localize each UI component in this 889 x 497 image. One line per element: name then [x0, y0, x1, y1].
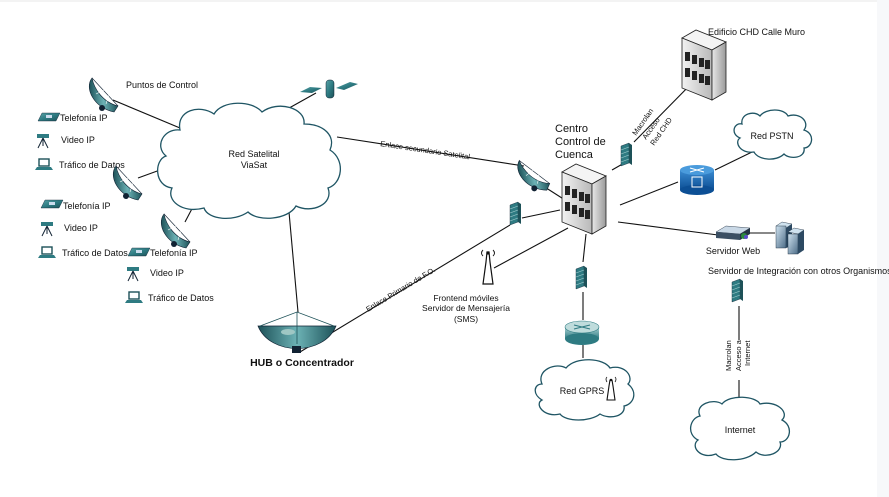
telefonia-ip-label: Telefonía IP — [60, 113, 108, 123]
puntos-control-node: Puntos de Control — [88, 77, 198, 113]
cloud-internet: Internet — [690, 396, 790, 461]
label-macrolan-chd: Macrolan Acceso Red CHD — [630, 107, 674, 147]
firewall-icon-chd — [620, 142, 633, 167]
label-macrolan-inet-1: Macrolan — [724, 340, 733, 371]
firewall-icon-internet — [731, 278, 744, 303]
ip-phone-icon — [127, 247, 151, 257]
video-ip-label: Video IP — [150, 268, 184, 278]
video-camera-icon — [36, 133, 50, 149]
trafico-datos-label: Tráfico de Datos — [59, 160, 125, 170]
frontend-label-3: (SMS) — [454, 314, 478, 324]
voice-router-icon — [680, 165, 714, 195]
video-ip-label: Video IP — [61, 135, 95, 145]
ip-phone-icon — [37, 112, 61, 122]
link-site2-cloud — [137, 169, 161, 179]
trafico-datos-label: Tráfico de Datos — [148, 293, 214, 303]
label-macrolan-internet: Macrolan Acceso a Internet — [722, 339, 752, 380]
label-macrolan-inet-2: Acceso a — [734, 339, 743, 371]
red-satelital-label: Red Satelital — [228, 149, 279, 159]
building-icon — [681, 29, 727, 101]
frontend-label-1: Frontend móviles — [433, 293, 498, 303]
right-margin-strip — [877, 0, 889, 497]
top-border — [0, 0, 889, 2]
satellite-icon — [300, 79, 358, 99]
link-centro-fwgprs — [582, 233, 587, 263]
cloud-red-satelital: Red Satelital ViaSat — [157, 102, 341, 219]
satellite-dish-icon-site2 — [112, 165, 143, 201]
cloud-red-pstn: Red PSTN — [733, 109, 813, 160]
site-2: Telefonía IP Video IP Tráfico de Datos — [37, 199, 128, 259]
label-enlace-secundario: Enlace secundario Satelital — [380, 139, 471, 161]
link-centro-voicerouter — [619, 181, 679, 206]
satellite-dish-icon — [88, 77, 119, 113]
computer-icon — [124, 291, 144, 304]
satellite-dish-icon — [257, 311, 337, 353]
firewall-icon-gprs — [575, 265, 588, 290]
viasat-label: ViaSat — [241, 160, 268, 170]
telefonia-ip-label: Telefonía IP — [63, 201, 111, 211]
firewall-icon-primario — [509, 201, 522, 226]
link-puntos-cloud — [112, 99, 181, 129]
video-camera-icon — [126, 266, 140, 282]
satellite-dish-icon-site3 — [160, 213, 191, 249]
cloud-icon — [157, 102, 341, 219]
puntos-control-label: Puntos de Control — [126, 80, 198, 90]
video-camera-icon — [40, 221, 54, 237]
hub-node: HUB o Concentrador — [250, 311, 354, 369]
hub-label: HUB o Concentrador — [250, 357, 354, 369]
label-macrolan-inet-3: Internet — [743, 340, 752, 366]
frontend-label-2: Servidor de Mensajería — [422, 303, 510, 313]
centro-control-node: Centro Control de Cuenca — [555, 123, 607, 235]
edificio-chd-label: Edificio CHD Calle Muro — [708, 27, 805, 37]
cloud-icon — [534, 359, 635, 421]
link-fw-centro — [521, 209, 561, 219]
computer-icon — [37, 246, 57, 259]
antenna-icon — [481, 249, 495, 285]
internet-label: Internet — [725, 425, 756, 435]
cloud-icon — [733, 109, 813, 160]
link-fwchd-chd — [633, 79, 696, 143]
trafico-datos-label: Tráfico de Datos — [62, 248, 128, 258]
link-centro-web — [617, 221, 719, 236]
centro-label-1: Centro — [555, 123, 588, 135]
servidor-integracion-label: Servidor de Integración con otros Organi… — [708, 266, 889, 276]
server-cluster-icon — [775, 221, 805, 255]
cloud-icon — [690, 396, 790, 461]
link-secundario — [336, 136, 525, 167]
link-voicerouter-pstn — [714, 151, 753, 171]
servidor-web-label: Servidor Web — [706, 246, 760, 256]
router-icon — [564, 320, 600, 345]
red-pstn-label: Red PSTN — [750, 131, 793, 141]
server-icon — [715, 225, 751, 240]
video-ip-label: Video IP — [64, 223, 98, 233]
frontend-moviles-node: Frontend móviles Servidor de Mensajería … — [422, 249, 510, 324]
centro-label-3: Cuenca — [555, 149, 594, 161]
telefonia-ip-label: Telefonía IP — [150, 248, 198, 258]
centro-label-2: Control de — [555, 136, 606, 148]
site-3: Telefonía IP Video IP Tráfico de Datos — [124, 247, 214, 304]
cloud-red-gprs: Red GPRS — [534, 359, 635, 421]
site-1: Telefonía IP Video IP Tráfico de Datos — [34, 112, 125, 171]
link-antenna-centro — [493, 227, 569, 269]
link-primario — [299, 224, 511, 353]
edificio-chd-node: Edificio CHD Calle Muro — [681, 27, 805, 101]
servidor-web-node: Servidor Web — [706, 225, 760, 256]
building-icon — [561, 163, 607, 235]
antenna-icon — [605, 376, 617, 401]
computer-icon — [34, 158, 54, 171]
ip-phone-icon — [40, 199, 64, 209]
link-cloud-hub — [288, 211, 299, 313]
red-gprs-label: Red GPRS — [560, 386, 605, 396]
satellite-dish-icon-centro — [516, 155, 552, 195]
